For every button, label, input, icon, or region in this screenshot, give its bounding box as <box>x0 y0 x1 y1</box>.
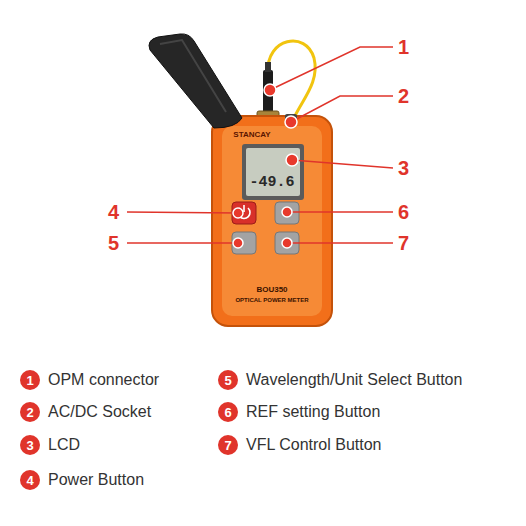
marker-dot <box>233 238 243 248</box>
lcd-reading: -49.6 <box>249 175 294 190</box>
marker-dot <box>233 208 243 218</box>
dust-lid <box>149 34 242 128</box>
leader-line <box>291 96 393 122</box>
brand-name: STANCAY <box>233 131 270 139</box>
legend-item: 7 VFL Control Button <box>218 435 384 455</box>
number-badge: 7 <box>218 435 238 455</box>
connector-tip <box>265 62 271 72</box>
leader-line <box>287 211 393 213</box>
lambda-button <box>232 232 256 254</box>
number-badge: 4 <box>20 470 40 490</box>
meter-face <box>222 126 322 316</box>
marker-dot <box>264 84 276 96</box>
leader-line <box>127 242 238 244</box>
marker-dot <box>282 238 292 248</box>
lid-rib <box>160 40 226 112</box>
number-badge: 1 <box>20 370 40 390</box>
callout-number: 7 <box>398 233 409 253</box>
marker-dot <box>286 154 298 166</box>
power-symbol <box>243 205 245 212</box>
marker-dot <box>285 116 297 128</box>
legend-item: 3 LCD <box>20 435 83 455</box>
callout-number: 5 <box>108 233 119 253</box>
part-name: OPM connector <box>48 370 159 389</box>
legend-item: 1 OPM connector <box>20 370 162 390</box>
ref-button <box>275 202 299 224</box>
legend-item: 2 AC/DC Socket <box>20 402 154 422</box>
lcd-screen <box>246 148 300 196</box>
callout-number: 4 <box>108 202 119 222</box>
callout-number: 1 <box>398 37 409 57</box>
marker-dot <box>282 207 292 217</box>
leader-line <box>287 242 393 244</box>
model-number: BOU350 <box>256 286 287 294</box>
part-name: Power Button <box>48 470 144 489</box>
leader-line <box>127 212 238 213</box>
number-badge: 6 <box>218 402 238 422</box>
legend-item: 5 Wavelength/Unit Select Button <box>218 370 465 390</box>
callout-number: 6 <box>398 202 409 222</box>
part-name: VFL Control Button <box>246 435 381 454</box>
legend-item: 6 REF setting Button <box>218 402 383 422</box>
leader-line <box>292 160 393 168</box>
part-name: AC/DC Socket <box>48 402 151 421</box>
callout-number: 2 <box>398 86 409 106</box>
leader-line <box>270 47 393 90</box>
meter-housing <box>212 116 332 326</box>
product-name: OPTICAL POWER METER <box>235 297 308 303</box>
number-badge: 2 <box>20 402 40 422</box>
legend-item: 4 Power Button <box>20 470 147 490</box>
lcd-bezel <box>242 144 304 200</box>
part-name: REF setting Button <box>246 402 380 421</box>
part-name: Wavelength/Unit Select Button <box>246 370 462 389</box>
power-button <box>232 202 256 224</box>
number-badge: 5 <box>218 370 238 390</box>
number-badge: 3 <box>20 435 40 455</box>
part-name: LCD <box>48 435 80 454</box>
callout-number: 3 <box>398 158 409 178</box>
